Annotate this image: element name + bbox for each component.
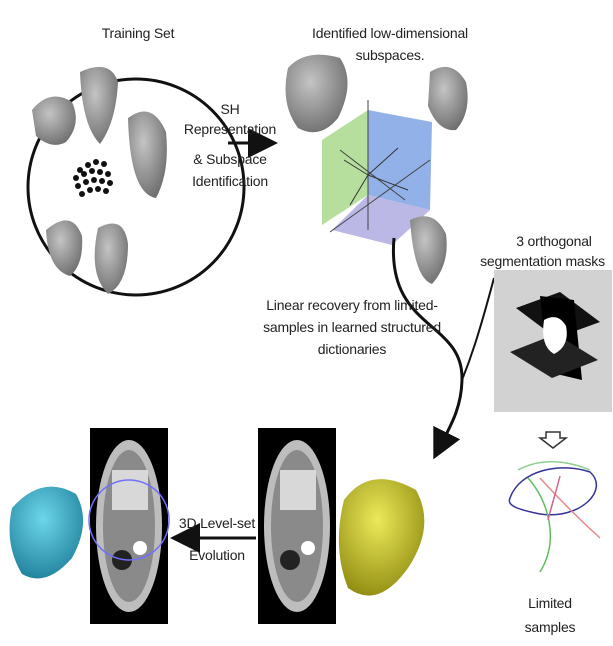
- liver-shape-gray: [410, 216, 447, 284]
- liver-shape-gray: [32, 97, 76, 145]
- liver-shape-gray: [286, 55, 348, 133]
- plane-blue: [368, 110, 432, 210]
- liver-shape-yellow: [339, 479, 424, 595]
- curved-connector-masks: [462, 278, 494, 380]
- down-arrow-icon: [540, 432, 566, 448]
- label-limited-line2: samples: [510, 618, 590, 636]
- label-linear-line3: dictionaries: [252, 340, 452, 358]
- label-masks-line1: 3 orthogonal: [500, 232, 608, 250]
- ct-image-yellow: [258, 428, 336, 624]
- label-sh-line1: SH: [180, 100, 280, 118]
- label-training-set: Training Set: [58, 24, 218, 42]
- label-limited-line1: Limited: [510, 594, 590, 612]
- label-linear-line1: Linear recovery from limited-: [252, 296, 452, 314]
- label-identified-line1: Identified low-dimensional: [300, 24, 480, 42]
- label-levelset-line2: Evolution: [172, 546, 262, 564]
- label-levelset-line1: 3D Level-set: [172, 514, 262, 532]
- label-sh-line2: Representation: [166, 120, 294, 138]
- label-linear-line2: samples in learned structured: [252, 318, 452, 336]
- label-identified-line2: subspaces.: [320, 46, 460, 64]
- label-sh-line3: & Subspace: [170, 150, 290, 168]
- liver-shape-cyan: [10, 487, 84, 579]
- segmentation-masks-image: [494, 270, 612, 412]
- label-sh-line4: Identification: [166, 172, 294, 190]
- ct-image-cyan: [89, 428, 169, 624]
- liver-shape-gray: [428, 67, 468, 130]
- limited-samples-curves: [509, 462, 600, 572]
- label-masks-line2: segmentation masks: [472, 252, 613, 270]
